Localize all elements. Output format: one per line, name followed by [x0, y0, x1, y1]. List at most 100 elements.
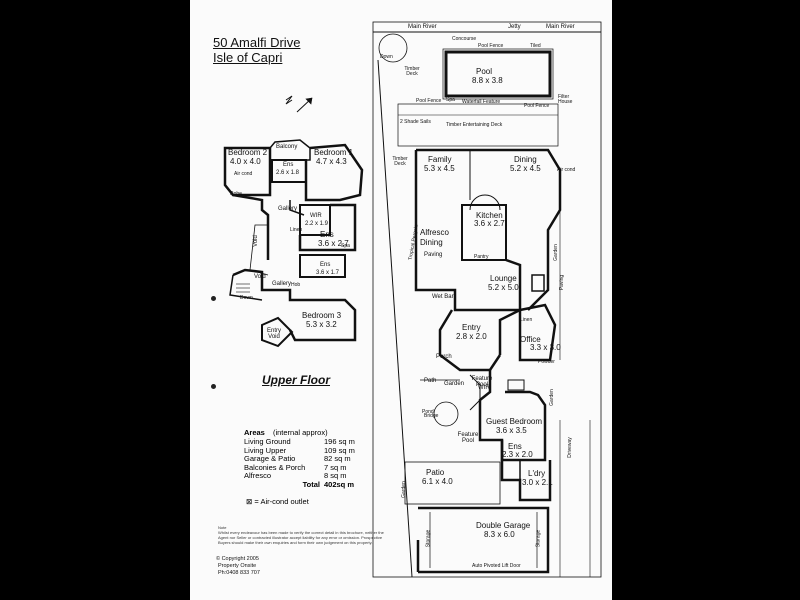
river-label: Main River: [408, 24, 437, 30]
paving-label: Paving: [424, 252, 443, 258]
kitchen-dims: 3.6 x 2.7: [474, 219, 505, 228]
void-label: Void: [254, 274, 266, 280]
lounge-dims: 5.2 x 5.0: [488, 283, 519, 292]
filter-house-label: Filter House: [558, 94, 573, 105]
pool-fence-label: Pool Fence: [416, 98, 442, 104]
wir-label: WIR: [478, 385, 490, 391]
pond-label: Pond: [422, 409, 434, 415]
family-dims: 5.3 x 4.5: [424, 164, 455, 173]
entertaining-deck-label: Timber Entertaining Deck: [446, 122, 503, 128]
patio-dims: 6.1 x 4.0: [422, 477, 453, 486]
pool-dims: 8.8 x 3.8: [472, 76, 503, 85]
ens-label: Ens: [320, 230, 334, 239]
company-phone: Ph:0408 833 707: [218, 570, 260, 576]
garden-label: Garden: [400, 481, 407, 498]
garage-door-label: Auto Pivoted Lift Door: [472, 563, 521, 569]
dining-label: Dining: [514, 155, 537, 164]
air-cond-label: Air cond: [557, 167, 576, 173]
areas-row: Alfresco 8 sq m: [244, 471, 359, 481]
pantry-label: Pantry: [474, 254, 489, 260]
copyright: © Copyright 2005: [216, 556, 259, 562]
bridge-label: Bridge: [424, 413, 439, 419]
storage-label: Storage: [535, 529, 542, 548]
area-label: Garage & Patio: [244, 454, 296, 463]
storage-label: Storage: [425, 529, 432, 548]
feature-pool-label: Feature Pool: [457, 432, 479, 444]
gallery-label: Gallery: [278, 206, 298, 212]
company-name: Property Onsite: [218, 563, 257, 569]
robe-label: Robe: [230, 191, 242, 197]
river-label: Main River: [546, 24, 575, 30]
garage-label: Double Garage: [476, 521, 531, 530]
driveway-label: Driveway: [566, 437, 573, 458]
linen-label: Linen: [520, 317, 533, 323]
areas-subtitle: (internal approx): [272, 428, 328, 437]
bedroom3-label: Bedroom 3: [302, 311, 342, 320]
concourse-label: Concourse: [452, 36, 477, 42]
area-value: 196 sq m: [324, 437, 355, 446]
punch-hole: [211, 384, 216, 389]
feature-pool-label: Feature Pool: [471, 376, 493, 388]
entry-dims: 2.8 x 2.0: [456, 332, 487, 341]
legend-text: = Air-cond outlet: [254, 497, 309, 506]
air-cond-outlet-icon: ⊠: [246, 497, 253, 506]
spa-label: Spa: [446, 97, 455, 103]
pool-label: Pool: [476, 67, 493, 76]
family-label: Family: [428, 155, 452, 164]
area-label: Balconies & Porch: [244, 462, 306, 472]
address-line-1: 50 Amalfi Drive: [213, 35, 301, 50]
pool-fence-label: Pool Fence: [524, 103, 550, 109]
ens-label: Ens: [283, 162, 294, 168]
bedroom1-label: Bedroom 1: [314, 148, 354, 157]
garden-label: Garden: [552, 244, 559, 261]
laundry-dims: 3.0 x 2.1: [522, 478, 553, 487]
spa-label: Spa: [341, 243, 350, 249]
garden-label: Garden: [548, 389, 555, 406]
ens-dims: 3.6 x 2.7: [318, 239, 349, 248]
waterfall-label: Waterfall Feature: [462, 99, 501, 105]
dining-dims: 5.2 x 4.5: [510, 164, 541, 173]
area-value: 8 sq m: [324, 471, 347, 480]
lounge-label: Lounge: [490, 274, 517, 283]
area-value: 109 sq m: [324, 445, 355, 455]
office-dims: 3.3 x 3.0: [530, 343, 561, 352]
areas-row: Balconies & Porch 7 sq m: [244, 462, 359, 473]
patio-label: Patio: [426, 468, 445, 477]
hob-label: Hob: [291, 282, 301, 288]
garage-dims: 8.3 x 6.0: [484, 530, 515, 539]
total-label: Total: [302, 479, 320, 489]
bedroom2-label: Bedroom 2: [228, 148, 268, 157]
gallery-label: Gallery: [272, 281, 292, 287]
area-label: Alfresco: [244, 471, 272, 480]
balcony-label: Balcony: [276, 144, 298, 150]
path-label: Path: [424, 378, 437, 384]
void-label: Void: [252, 235, 259, 247]
entry-void-label: Entry Void: [266, 328, 281, 340]
ens-dims: 3.6 x 1.7: [316, 270, 340, 276]
wir-label: WIR: [310, 213, 322, 219]
areas-row: Living Ground 196 sq m: [244, 437, 359, 447]
paving-label: Paving: [559, 274, 566, 291]
ens-dims: 2.6 x 1.8: [276, 170, 300, 176]
address-line-2: Isle of Capri: [213, 50, 283, 65]
wir-dims: 2.2 x 1.9: [305, 221, 329, 227]
office-label: Office: [520, 335, 541, 344]
timber-deck-label: Timber Deck: [404, 66, 420, 77]
upper-floor-title: Upper Floor: [262, 373, 330, 387]
pool-fence-label: Pool Fence: [478, 43, 504, 49]
bedroom1-dims: 4.7 x 4.3: [316, 157, 347, 166]
wet-bar-label: Wet Bar: [432, 294, 454, 300]
entry-label: Entry: [462, 323, 481, 332]
kitchen-label: Kitchen: [476, 211, 503, 220]
area-value: 82 sq m: [324, 454, 351, 463]
bedroom2-dims: 4.0 x 4.0: [230, 157, 261, 166]
area-label: Living Ground: [244, 437, 291, 446]
areas-row: Garage & Patio 82 sq m: [244, 454, 359, 464]
alfresco-label: Alfresco Dining: [420, 228, 449, 247]
note-text: Whilst every endeavour has been made to …: [218, 530, 384, 545]
note-title: Note: [218, 525, 227, 530]
total-value: 402sq m: [324, 479, 355, 489]
area-value: 7 sq m: [324, 462, 347, 472]
linen-label: Linen: [290, 227, 303, 233]
